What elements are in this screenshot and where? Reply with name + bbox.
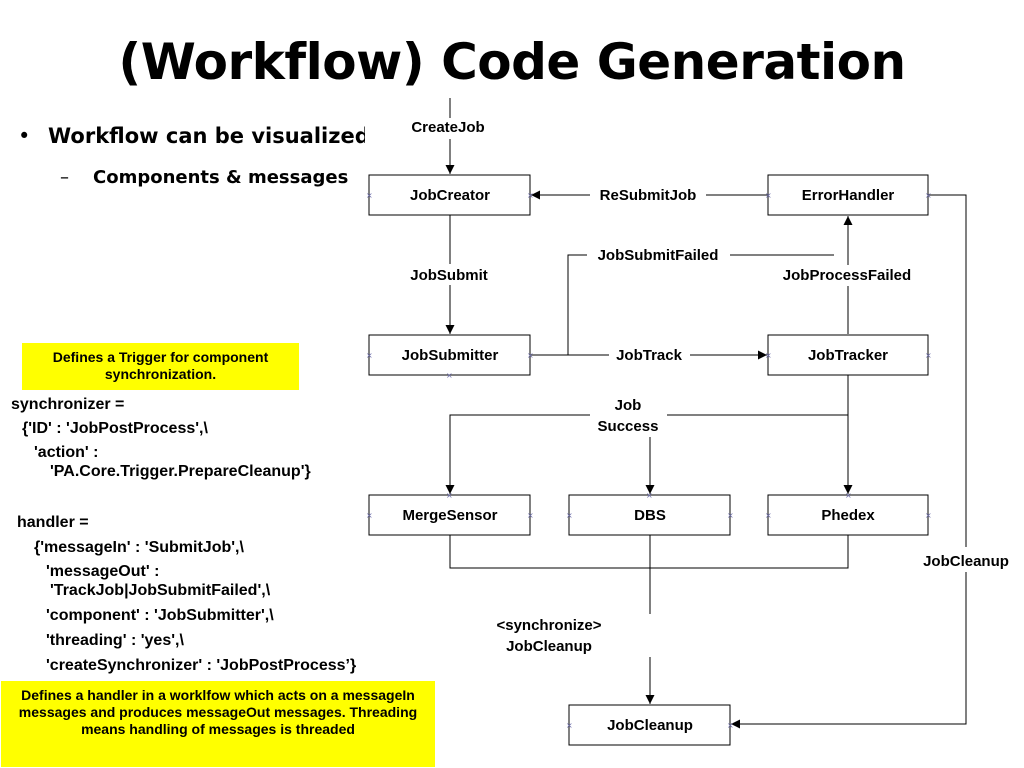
port-marker: × [727,721,734,730]
msg-jobsubmitfailed: JobSubmitFailed [598,247,719,264]
port-marker: × [925,351,932,360]
code-synchronizer-line-3: 'action' : [34,444,99,461]
msg-resubmitjob: ReSubmitJob [600,187,697,204]
port-markers: × × × × × × × × × × × × × × × × × × × × [366,191,932,730]
port-marker: × [527,351,534,360]
component-jobcleanup: JobCleanup [568,704,731,746]
errorhandler-label: ErrorHandler [802,187,895,204]
code-handler-line-2: {'messageIn' : 'SubmitJob',\ [34,539,244,556]
jobtracker-label: JobTracker [808,347,888,364]
sub-bullet-dash: – [60,167,69,188]
port-marker: × [765,191,772,200]
slide-title: (Workflow) Code Generation [118,33,906,91]
dbs-label: DBS [634,507,666,524]
msg-jobcleanup: JobCleanup [923,553,1009,570]
jobsubmitfailed-connector [567,254,587,355]
port-marker: × [527,191,534,200]
msg-jobprocessfailed: JobProcessFailed [783,267,911,284]
port-marker: × [446,371,453,380]
msg-synchronize-line2: JobCleanup [506,638,592,655]
port-marker: × [566,721,573,730]
port-marker: × [765,511,772,520]
port-marker: × [765,351,772,360]
port-marker: × [845,491,852,500]
mergesensor-label: MergeSensor [402,507,497,524]
output-join-line [449,535,849,569]
bullet-list: • Workflow can be visualized – Components … [0,0,365,200]
component-dbs: DBS [568,494,731,536]
code-handler-line-5: 'component' : 'JobSubmitter',\ [46,607,274,624]
msg-jobtrack: JobTrack [616,347,683,364]
component-mergesensor: MergeSensor [368,494,531,536]
bullet-dot: • [18,124,31,148]
jobcreator-label: JobCreator [410,187,490,204]
port-marker: × [366,351,373,360]
jobsubmitter-label: JobSubmitter [402,347,499,364]
msg-jobsuccess-line1: Job [615,397,642,414]
component-jobtracker: JobTracker [767,334,929,376]
code-handler-line-3: 'messageOut' : [46,563,160,580]
code-synchronizer-line-4: 'PA.Core.Trigger.PrepareCleanup'} [50,463,311,480]
port-marker: × [527,511,534,520]
code-handler-line-4: 'TrackJob|JobSubmitFailed',\ [50,582,271,599]
msg-createjob: CreateJob [411,119,484,136]
port-marker: × [366,191,373,200]
port-marker: × [366,511,373,520]
port-marker: × [925,191,932,200]
bullet-item: • Workflow can be visualized [18,124,365,148]
msg-jobsubmit: JobSubmit [410,267,488,284]
code-handler-line-6: 'threading' : 'yes',\ [46,632,184,649]
sub-bullet-text: Components & messages [93,167,349,188]
code-synchronizer-line-1: synchronizer = [11,396,125,413]
component-errorhandler: ErrorHandler [767,174,929,216]
msg-synchronize-line1: <synchronize> [496,617,601,634]
component-jobcreator: JobCreator [368,174,531,216]
handler-note: Defines a handler in a worklfow which ac… [1,681,435,767]
phedex-label: Phedex [821,507,875,524]
port-marker: × [727,511,734,520]
component-phedex: Phedex [767,494,929,536]
trigger-note: Defines a Trigger for component synchron… [22,343,299,390]
bullet-text: Workflow can be visualized [48,124,365,148]
code-handler-line-1: handler = [17,514,89,531]
sub-bullet-item: – Components & messages [60,167,348,188]
port-marker: × [646,491,653,500]
port-marker: × [925,511,932,520]
port-marker: × [566,511,573,520]
jobcleanup-label: JobCleanup [607,717,693,734]
jobsuccess-mergesensor-arrow [445,414,590,494]
msg-jobsuccess-line2: Success [598,418,659,435]
port-marker: × [446,491,453,500]
component-jobsubmitter: JobSubmitter [368,334,531,376]
errorhandler-cleanup-connector [928,194,967,547]
code-handler-line-7: 'createSynchronizer' : 'JobPostProcess’} [46,657,357,674]
code-synchronizer-line-2: {'ID' : 'JobPostProcess',\ [22,420,208,437]
jobcleanup-arrow [731,572,967,729]
